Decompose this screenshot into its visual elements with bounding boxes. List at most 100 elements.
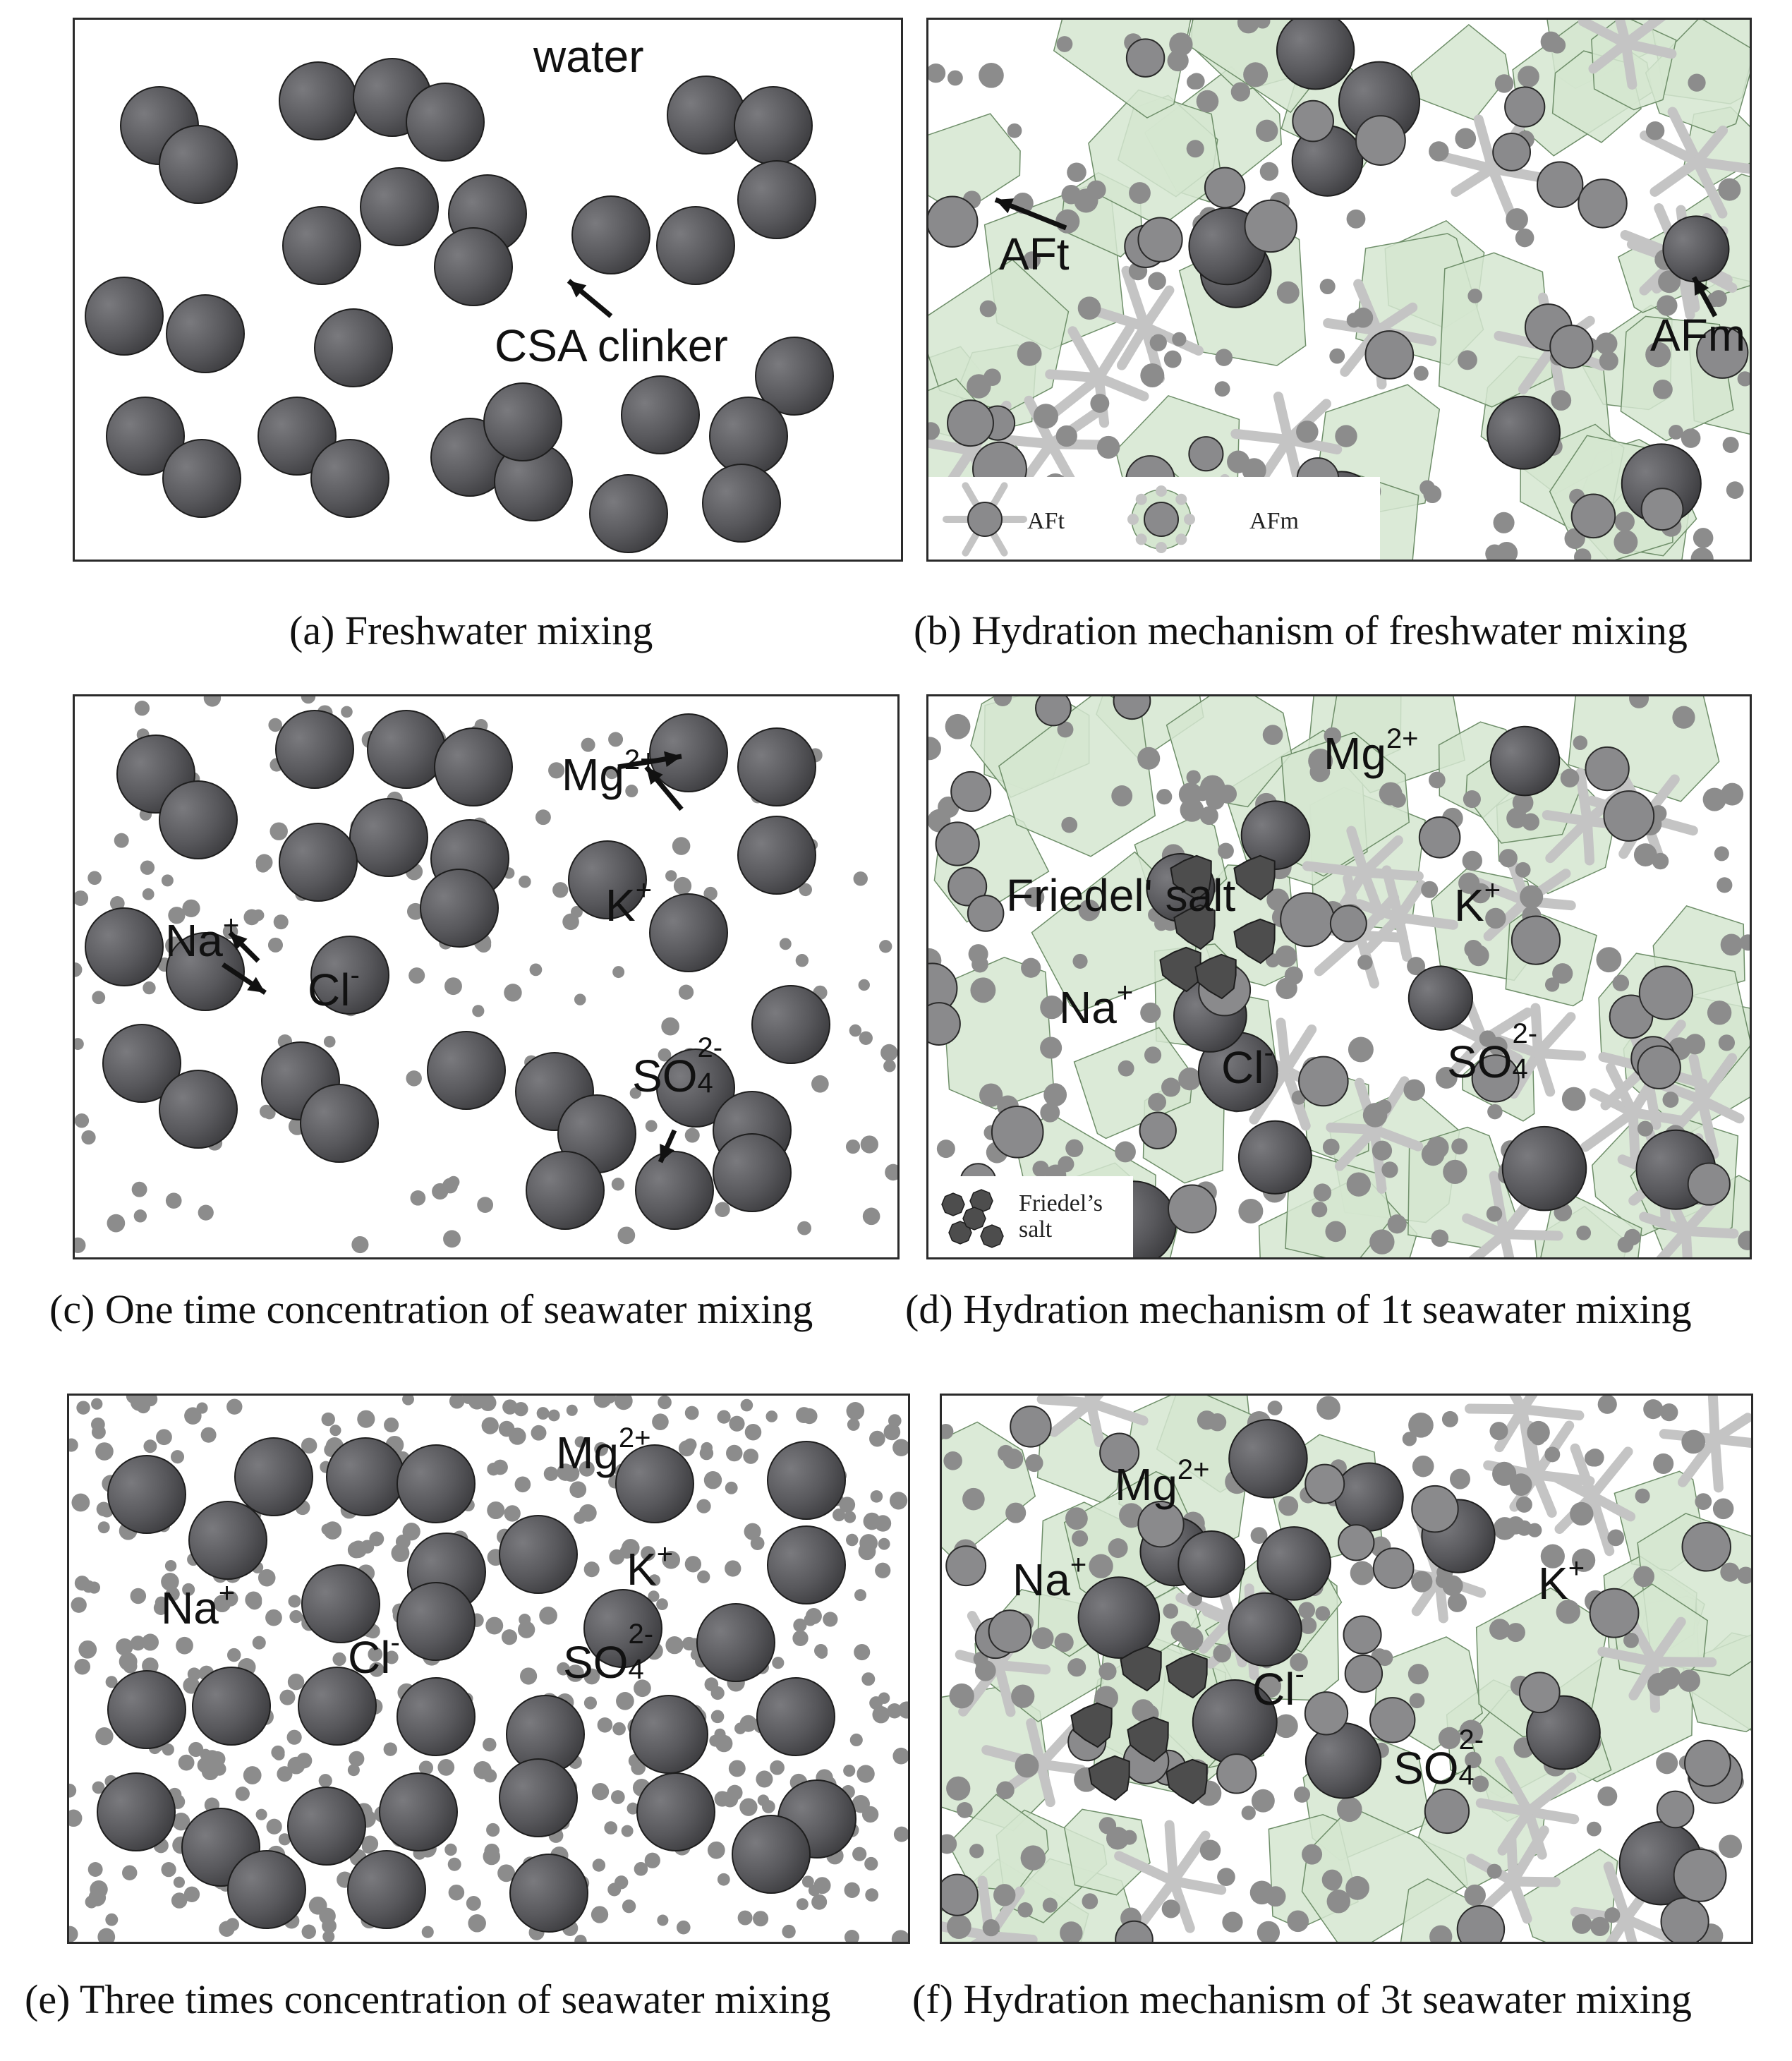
ion-dot xyxy=(539,1606,557,1625)
afm-halo xyxy=(1410,24,1510,121)
ion-dot xyxy=(1040,995,1064,1020)
hydrated-particle xyxy=(1010,1406,1052,1448)
clinker-particle xyxy=(159,1070,238,1149)
ion-dot xyxy=(1218,842,1234,859)
ion-dot xyxy=(529,963,543,977)
panel-a-diagram xyxy=(85,58,834,553)
ion-dot xyxy=(71,1597,87,1613)
ion-dot xyxy=(1186,140,1204,158)
ion-dot xyxy=(779,938,792,950)
hydrated-particle xyxy=(1471,1054,1520,1103)
ion-dot xyxy=(1350,1561,1374,1585)
aft-needle xyxy=(1273,391,1294,445)
ion-dot xyxy=(447,1175,460,1188)
ion-dot xyxy=(887,1703,902,1719)
ion-dot xyxy=(811,1075,829,1093)
ion-dot xyxy=(501,1629,518,1645)
ion-dot xyxy=(979,1083,1003,1107)
aft-needle xyxy=(1697,1053,1738,1106)
legend-afm-dot xyxy=(1156,485,1167,497)
aft-needle xyxy=(1168,1830,1211,1887)
ion-dot xyxy=(1213,1644,1232,1663)
hydrated-particle xyxy=(988,1609,1032,1653)
ion-dot xyxy=(1369,1229,1395,1255)
ion-dot xyxy=(1464,1884,1486,1906)
hydrated-particle xyxy=(948,866,988,907)
friedel-salt-label: Friedel' salt xyxy=(1006,870,1236,921)
ion-dot xyxy=(626,1802,639,1815)
aft-needle xyxy=(1049,1398,1096,1437)
ion-dot xyxy=(509,1427,526,1445)
hydrated-particle xyxy=(1684,1739,1731,1787)
aft-needle xyxy=(1580,1107,1638,1152)
ion-dot xyxy=(697,1570,710,1583)
ion-dot xyxy=(1512,792,1534,814)
ion-dot xyxy=(1311,1202,1328,1218)
ion-dot xyxy=(1144,1046,1162,1064)
ion-dot xyxy=(717,1410,731,1424)
ion-dot xyxy=(657,1914,669,1926)
ion-dot xyxy=(1493,512,1515,533)
hydrated-particle xyxy=(1344,1654,1384,1693)
ion-dot xyxy=(178,1754,195,1771)
ion-dot xyxy=(728,1760,746,1777)
ion-dot xyxy=(176,1636,193,1655)
ion-dot xyxy=(583,1561,600,1578)
aft-needle xyxy=(1139,321,1204,356)
clinker-particle xyxy=(396,1677,476,1756)
hydrated-particle xyxy=(1035,696,1072,727)
ion-dot xyxy=(286,1729,302,1745)
ion-dot xyxy=(645,1120,658,1132)
ion-dot xyxy=(1324,727,1342,745)
legend-afm-dot xyxy=(1135,493,1147,505)
ion-dot xyxy=(1556,1600,1580,1624)
ion-dot xyxy=(610,1790,625,1804)
ion-dot xyxy=(203,696,222,707)
ion-dot xyxy=(672,837,691,855)
clinker-particle xyxy=(732,1815,811,1894)
ion-dot xyxy=(1250,1527,1268,1545)
ion-dot xyxy=(583,1696,598,1710)
aft-needle xyxy=(1587,1491,1615,1557)
ion-dot xyxy=(1737,371,1750,387)
panel-a-freshwater-mixing: water CSA clinker xyxy=(73,18,903,562)
ion-dot xyxy=(255,858,270,873)
aft-needle xyxy=(1603,1861,1631,1924)
ion-dot xyxy=(1321,1869,1343,1890)
ion-dot xyxy=(1489,1619,1511,1640)
aft-needle xyxy=(1578,20,1631,49)
ion-dot xyxy=(1722,436,1739,453)
ion-dot xyxy=(105,1676,118,1688)
ion-dot xyxy=(357,1410,375,1428)
ion-dot xyxy=(1170,1621,1192,1643)
ion-dot xyxy=(883,1423,901,1441)
ion-dot xyxy=(406,902,424,920)
aft-needle xyxy=(1692,157,1750,174)
ion-dot xyxy=(1409,1693,1425,1709)
ion-dot xyxy=(200,1748,212,1760)
ion-dot xyxy=(1298,1602,1316,1619)
legend-friedel-cluster xyxy=(941,1192,965,1216)
ion-dot xyxy=(591,1906,609,1923)
ion-dot xyxy=(287,1674,305,1691)
hydrated-particle xyxy=(1660,1897,1709,1942)
ion-dot xyxy=(846,1401,865,1420)
legend-friedel-cluster xyxy=(969,1189,993,1213)
clinker-particle xyxy=(314,308,393,387)
hydrated-particle xyxy=(1411,1485,1459,1533)
clinker-particle xyxy=(734,86,813,165)
ion-dot xyxy=(849,1024,862,1037)
ion-dot xyxy=(1486,1206,1503,1222)
clinker-particle xyxy=(310,936,389,1015)
aft-needle xyxy=(1667,107,1702,167)
ion-dot xyxy=(1614,530,1638,555)
ion-dot xyxy=(252,1636,266,1650)
ion-dot xyxy=(447,1857,461,1871)
ion-dot xyxy=(1118,1060,1134,1077)
clinker-particle xyxy=(434,227,513,306)
aft-needle xyxy=(1283,435,1343,455)
ion-dot xyxy=(369,1531,385,1547)
ion-dot xyxy=(823,1612,838,1627)
ion-dot xyxy=(1540,31,1561,52)
clinker-particle xyxy=(621,375,700,454)
